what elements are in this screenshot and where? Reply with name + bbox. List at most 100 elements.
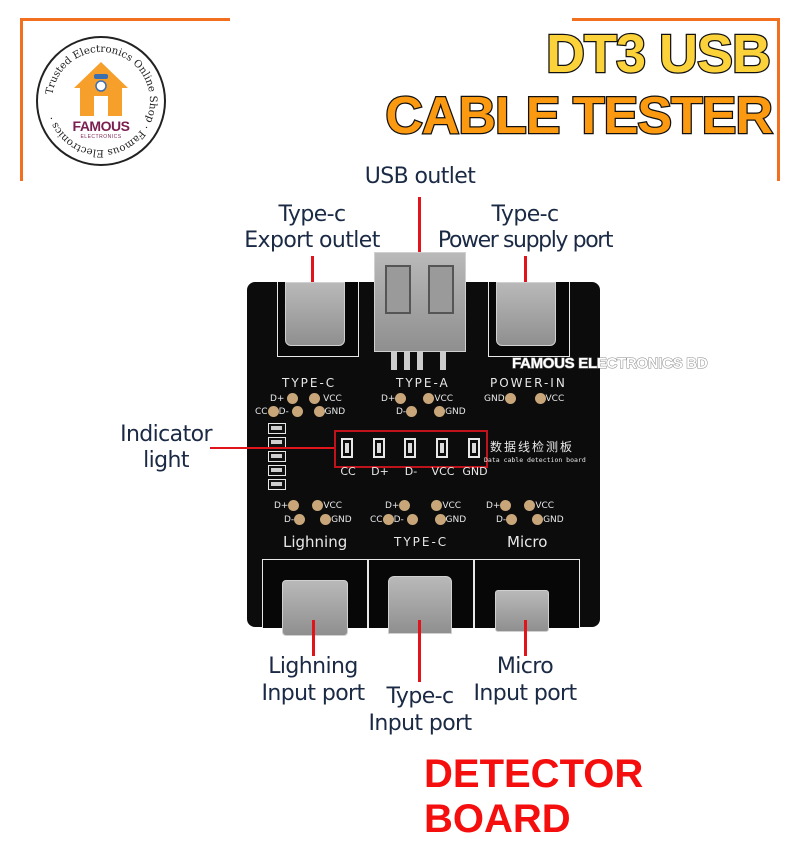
pin-row: D+ VCC	[270, 393, 342, 404]
callout-typec-power-line1: Type-c	[491, 202, 560, 227]
pad	[534, 393, 546, 404]
led-cc	[341, 438, 353, 458]
section-label-typea: TYPE-A	[396, 376, 450, 390]
footer-title: DETECTOR BOARD	[424, 752, 644, 841]
pin-label: D-	[278, 407, 289, 417]
pin-label: VCC	[442, 501, 462, 511]
pin-label: VCC	[545, 394, 565, 404]
callout-line-usb	[418, 197, 421, 259]
logo-ring-icon: Trusted Electronics Online Shop · Famous…	[44, 44, 158, 158]
pin-label: VCC	[323, 501, 343, 511]
pin-label: GND	[445, 515, 467, 525]
pad	[506, 514, 518, 525]
watermark: FAMOUS ELECTRONICS BD	[511, 355, 708, 373]
title-line-2: CABLE TESTER	[384, 87, 774, 146]
pad	[406, 406, 418, 417]
usb-a-contact-left	[385, 265, 411, 314]
english-board-label: Data cable detection board	[484, 456, 586, 464]
pad	[294, 514, 306, 525]
pin-label: D-	[396, 407, 407, 417]
pad	[532, 514, 544, 525]
pin-row: GND VCC	[484, 393, 564, 404]
pad	[434, 406, 446, 417]
typec-power-connector[interactable]	[496, 282, 556, 346]
pad	[382, 514, 394, 525]
pad	[423, 393, 435, 404]
side-led	[268, 423, 286, 434]
frame-top-right-horizontal	[572, 18, 779, 21]
pin-label: D+	[385, 501, 400, 511]
house-icon	[74, 62, 128, 116]
logo-subtitle: ELECTRONICS	[80, 134, 122, 140]
pin-label: D+	[381, 394, 396, 404]
pad	[313, 406, 325, 417]
pad	[504, 393, 516, 404]
frame-top-left-vertical	[20, 18, 23, 181]
callout-typec-export-line1: Type-c	[278, 202, 347, 227]
callout-line-typec-export	[311, 256, 314, 288]
led-label-vcc: VCC	[431, 465, 455, 478]
pin-row: D- GND	[496, 514, 564, 525]
section-label-typec-bottom: TYPE-C	[394, 535, 449, 549]
callout-line-indicator	[210, 447, 335, 449]
led-dplus	[373, 438, 385, 458]
pin-label: CC	[255, 407, 268, 417]
micro-connector[interactable]	[495, 590, 549, 632]
usb-a-pin	[440, 352, 446, 370]
pin-label: GND	[331, 515, 352, 525]
callout-lightning-line2: Input port	[261, 681, 365, 706]
pin-label: GND	[445, 407, 466, 417]
callout-line-micro	[524, 620, 527, 656]
pad	[267, 406, 279, 417]
callout-micro-line2: Input port	[473, 681, 577, 706]
callout-typec-input-line1: Type-c	[386, 684, 455, 709]
pad	[399, 500, 411, 511]
callout-line-typec-input	[418, 620, 421, 682]
chinese-board-label: 数据线检测板	[490, 440, 575, 454]
section-label-typec-top: TYPE-C	[282, 376, 337, 390]
pin-row: D+ VCC	[385, 500, 461, 511]
usb-a-pin	[391, 352, 397, 370]
pin-label: D+	[486, 501, 501, 511]
pin-label: D-	[496, 515, 507, 525]
pin-row: D- GND	[284, 514, 352, 525]
callout-line-typec-power	[524, 256, 527, 288]
pad	[434, 514, 446, 525]
callout-usb-outlet: USB outlet	[364, 164, 476, 189]
pin-label: D+	[274, 501, 289, 511]
lightning-connector[interactable]	[282, 580, 348, 636]
section-label-power-in: POWER-IN	[490, 376, 567, 390]
pin-row: D- GND	[396, 406, 466, 417]
usb-a-contact-right	[428, 265, 454, 314]
led-label-gnd: GND	[462, 465, 488, 478]
led-label-dplus: D+	[371, 465, 389, 478]
usb-a-pin	[417, 352, 423, 370]
callout-indicator-line2: light	[143, 448, 189, 473]
pin-label: GND	[543, 515, 564, 525]
pin-row: D+ VCC	[486, 500, 554, 511]
pad	[524, 500, 536, 511]
callout-indicator-line1: Indicator	[120, 422, 212, 447]
pin-label: VCC	[535, 501, 555, 511]
pad	[395, 393, 407, 404]
typec-export-connector[interactable]	[285, 282, 345, 346]
pad	[431, 500, 443, 511]
side-led	[268, 465, 286, 476]
logo-name: FAMOUS	[72, 118, 130, 134]
pin-row: D+ VCC	[381, 393, 453, 404]
pad	[309, 393, 321, 404]
pin-label: VCC	[323, 394, 342, 404]
led-label-cc: CC	[340, 465, 356, 478]
pad	[500, 500, 512, 511]
led-gnd	[468, 438, 480, 458]
section-label-micro: Micro	[507, 533, 548, 551]
callout-micro-line1: Micro	[496, 654, 554, 679]
side-led	[268, 451, 286, 462]
indicator-highlight-box	[334, 430, 488, 468]
pad	[406, 514, 418, 525]
frame-top-right-vertical	[777, 18, 780, 181]
pad	[287, 393, 299, 404]
callout-typec-power-line2: Power supply port	[437, 228, 614, 253]
pin-label: GND	[484, 394, 505, 404]
